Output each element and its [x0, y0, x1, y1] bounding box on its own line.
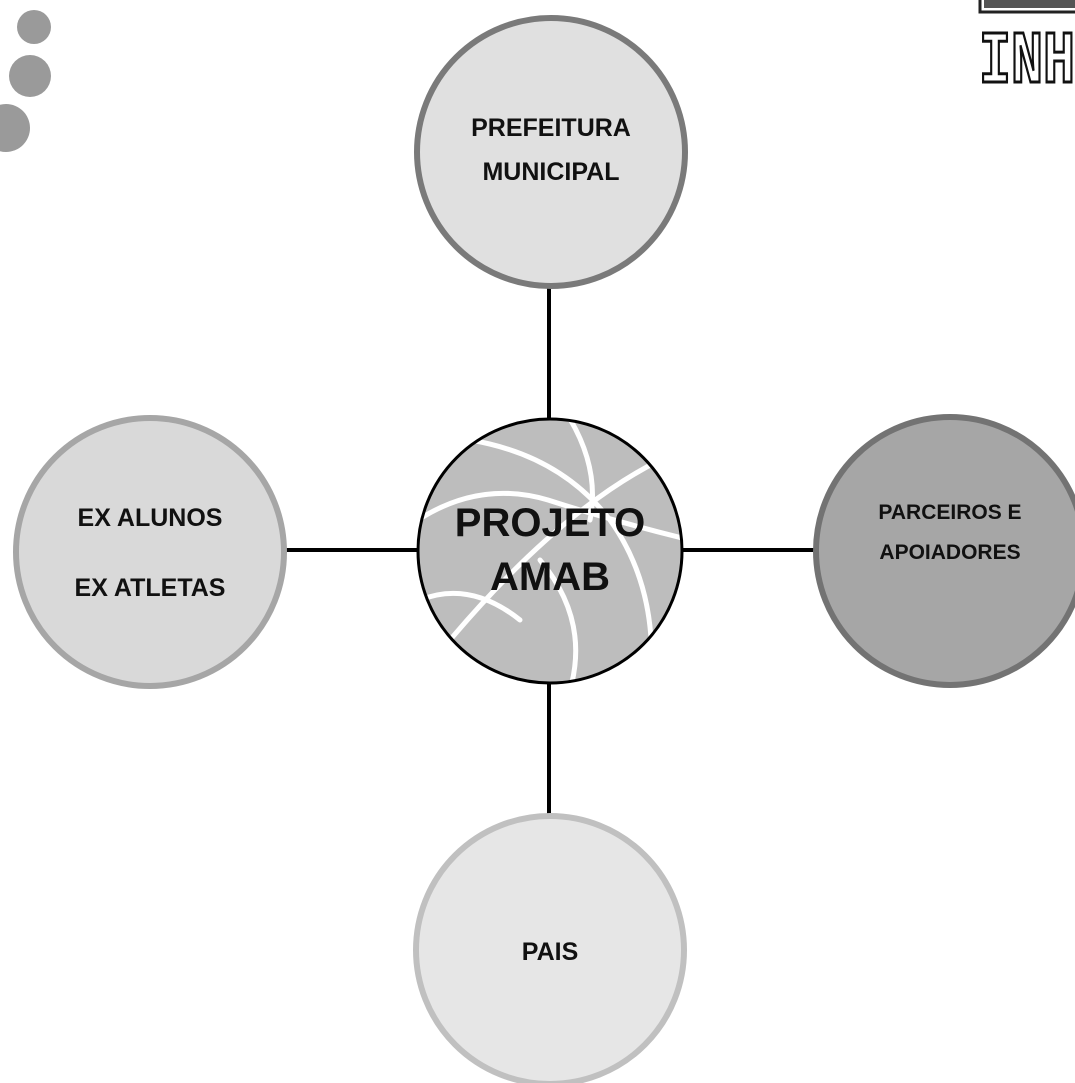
node-pais: PAIS [413, 813, 687, 1083]
logo-fragment: INH [978, 0, 1075, 107]
node-label: EX ALUNOS [78, 504, 223, 532]
node-parceiros-apoiadores: PARCEIROS E APOIADORES [813, 414, 1075, 688]
node-label: PAIS [522, 938, 579, 966]
node-label: PARCEIROS E [878, 501, 1021, 524]
node-label: MUNICIPAL [482, 158, 619, 186]
center-label: AMAB [490, 555, 610, 599]
connectors [286, 288, 815, 815]
node-ex-alunos-ex-atletas: EX ALUNOS EX ATLETAS [13, 415, 287, 689]
node-label: APOIADORES [879, 541, 1020, 564]
center-label: PROJETO [455, 501, 645, 545]
logo-text: INH [979, 21, 1075, 105]
node-prefeitura-municipal: PREFEITURA MUNICIPAL [414, 15, 688, 289]
dots-decoration [0, 10, 51, 152]
node-label: EX ATLETAS [75, 574, 226, 602]
node-label: PREFEITURA [471, 114, 631, 142]
basketball-icon [416, 417, 684, 685]
center-node: PROJETO AMAB [416, 417, 684, 685]
